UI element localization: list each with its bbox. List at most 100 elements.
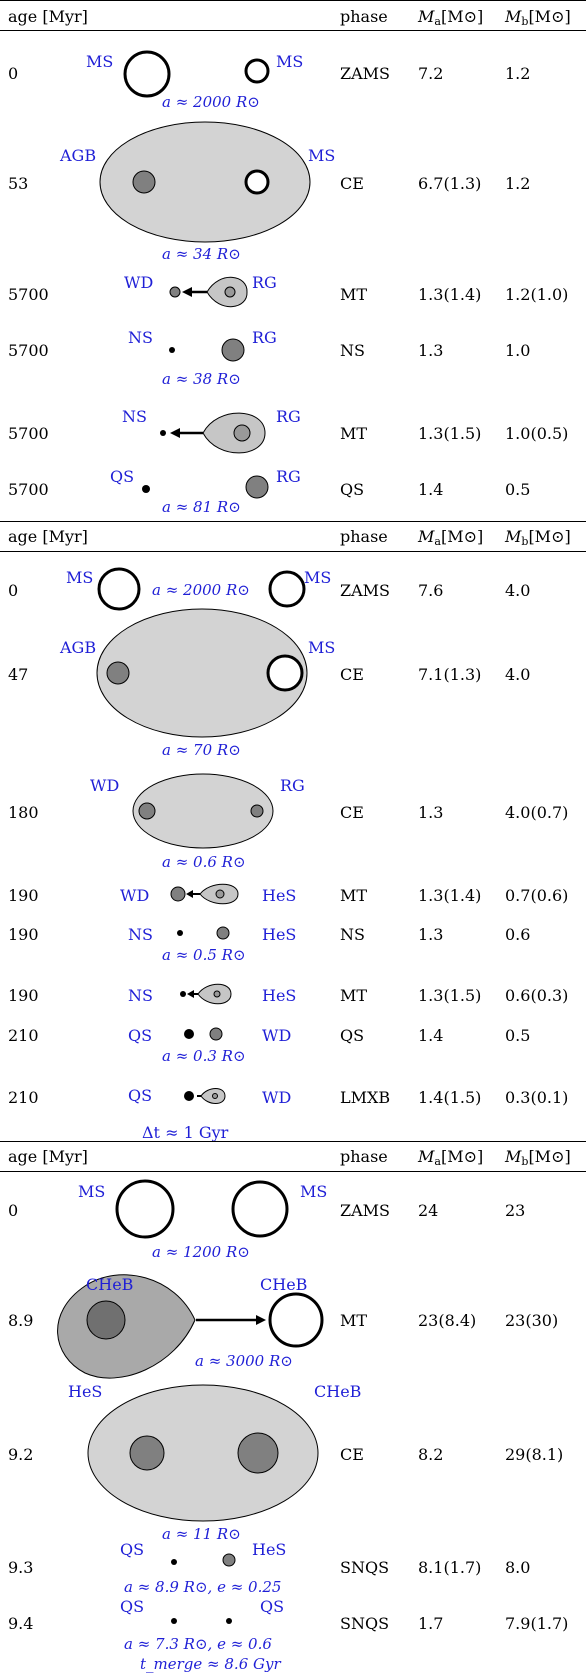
row-mass-a: 7.6 <box>418 581 444 600</box>
star-label-left: WD <box>90 776 120 795</box>
star-label-right: MS <box>308 146 336 165</box>
row-phase: SNQS <box>340 1558 390 1577</box>
star-label-left: QS <box>120 1540 145 1559</box>
star-a-core <box>129 1435 165 1471</box>
star-label-right: RG <box>280 776 305 795</box>
star-b-core <box>237 1432 279 1474</box>
header-mass-b: Mb[M⊙] <box>505 7 571 28</box>
row-mass-a: 1.3(1.5) <box>418 986 482 1005</box>
donor-core <box>213 990 221 998</box>
row-age: 53 <box>8 174 29 193</box>
row-phase: MT <box>340 1311 368 1330</box>
star-label-left: AGB <box>60 146 97 165</box>
star-label-left: QS <box>128 1086 153 1105</box>
row-mass-b: 4.0(0.7) <box>505 803 569 822</box>
row-age: 5700 <box>8 341 49 360</box>
row-mass-a: 1.7 <box>418 1614 444 1633</box>
row-phase: ZAMS <box>340 1201 391 1220</box>
star-label-right: HeS <box>262 925 297 944</box>
star-label-right: CHeB <box>314 1382 362 1401</box>
row-age: 0 <box>8 1201 19 1220</box>
star-b <box>266 654 304 692</box>
table-header: age [Myr] phase Ma[M⊙] Mb[M⊙] <box>0 1141 586 1172</box>
white-dwarf <box>138 802 156 820</box>
neutron-star <box>169 347 175 353</box>
star-label-left: WD <box>124 273 154 292</box>
star-label-left: MS <box>86 52 114 71</box>
separation-label: a ≈ 81 R⊙ <box>162 498 241 516</box>
row-age: 9.2 <box>8 1445 34 1464</box>
row-mass-a: 1.4 <box>418 1026 444 1045</box>
mass-transfer-arrowhead <box>170 428 180 438</box>
neutron-star <box>160 430 166 436</box>
row-mass-b: 8.0 <box>505 1558 531 1577</box>
row-age: 5700 <box>8 285 49 304</box>
star-b <box>231 1180 289 1238</box>
star-label-right: MS <box>308 638 336 657</box>
star-label-left: NS <box>122 407 147 426</box>
row-mass-b: 1.2 <box>505 64 531 83</box>
row-age: 190 <box>8 925 39 944</box>
neutron-star <box>177 930 183 936</box>
helium-star <box>216 926 230 940</box>
red-giant-core <box>245 475 269 499</box>
row-age: 5700 <box>8 480 49 499</box>
star-label-right: RG <box>276 467 301 486</box>
row-phase: NS <box>340 925 365 944</box>
white-dwarf <box>209 1027 223 1041</box>
header-rule <box>0 30 586 31</box>
separation-label: a ≈ 0.3 R⊙ <box>162 1047 246 1065</box>
row-mass-a: 6.7(1.3) <box>418 174 482 193</box>
row-mass-a: 7.2 <box>418 64 444 83</box>
star-label-right: RG <box>276 407 301 426</box>
binary-diagram-section-2 <box>96 567 308 1104</box>
row-mass-b: 0.6 <box>505 925 531 944</box>
star-a <box>115 1179 175 1239</box>
row-mass-b: 29(8.1) <box>505 1445 564 1464</box>
row-phase: LMXB <box>340 1088 391 1107</box>
row-phase: ZAMS <box>340 64 391 83</box>
row-mass-a: 1.3(1.4) <box>418 886 482 905</box>
merger-time-label: t_merge ≈ 8.6 Gyr <box>140 1655 281 1673</box>
row-age: 190 <box>8 986 39 1005</box>
header-age: age [Myr] <box>8 1147 88 1166</box>
row-age: 190 <box>8 886 39 905</box>
mass-transfer-arrowhead <box>256 1315 266 1325</box>
donor-core <box>212 1093 218 1099</box>
star-b <box>244 58 270 84</box>
mass-transfer-arrowhead <box>186 890 193 898</box>
star-label-right: QS <box>260 1597 285 1616</box>
star-label-left: WD <box>120 886 150 905</box>
row-mass-a: 1.4(1.5) <box>418 1088 482 1107</box>
binary-diagram-zams <box>99 50 311 499</box>
neutron-star <box>180 991 186 997</box>
row-mass-b: 0.6(0.3) <box>505 986 569 1005</box>
separation-label: a ≈ 2000 R⊙ <box>162 93 260 111</box>
separation-label: a ≈ 11 R⊙ <box>162 1525 241 1543</box>
separation-label: a ≈ 8.9 R⊙, e ≈ 0.25 <box>124 1578 282 1596</box>
row-mass-a: 1.3 <box>418 803 444 822</box>
star-a <box>123 50 171 98</box>
red-giant-core <box>250 804 264 818</box>
row-mass-b: 23(30) <box>505 1311 559 1330</box>
header-phase: phase <box>340 527 388 546</box>
star-label-right: HeS <box>262 986 297 1005</box>
star-label-right: RG <box>252 273 277 292</box>
row-mass-b: 0.3(0.1) <box>505 1088 569 1107</box>
star-label-left: HeS <box>68 1382 103 1401</box>
star-label-left: CHeB <box>86 1275 134 1294</box>
row-age: 180 <box>8 803 39 822</box>
header-phase: phase <box>340 7 388 26</box>
evolution-section-3: age [Myr] phase Ma[M⊙] Mb[M⊙] 0 ZAMS 24 … <box>0 1141 586 1679</box>
row-age: 8.9 <box>8 1311 34 1330</box>
row-mass-b: 1.2(1.0) <box>505 285 569 304</box>
row-phase: CE <box>340 174 364 193</box>
row-age: 9.3 <box>8 1558 34 1577</box>
row-mass-a: 23(8.4) <box>418 1311 477 1330</box>
row-mass-a: 1.3(1.4) <box>418 285 482 304</box>
row-phase: MT <box>340 886 368 905</box>
row-mass-b: 0.7(0.6) <box>505 886 569 905</box>
star-label-left: QS <box>110 467 135 486</box>
separation-label: a ≈ 0.6 R⊙ <box>162 853 246 871</box>
table-header: age [Myr] phase Ma[M⊙] Mb[M⊙] <box>0 521 586 552</box>
